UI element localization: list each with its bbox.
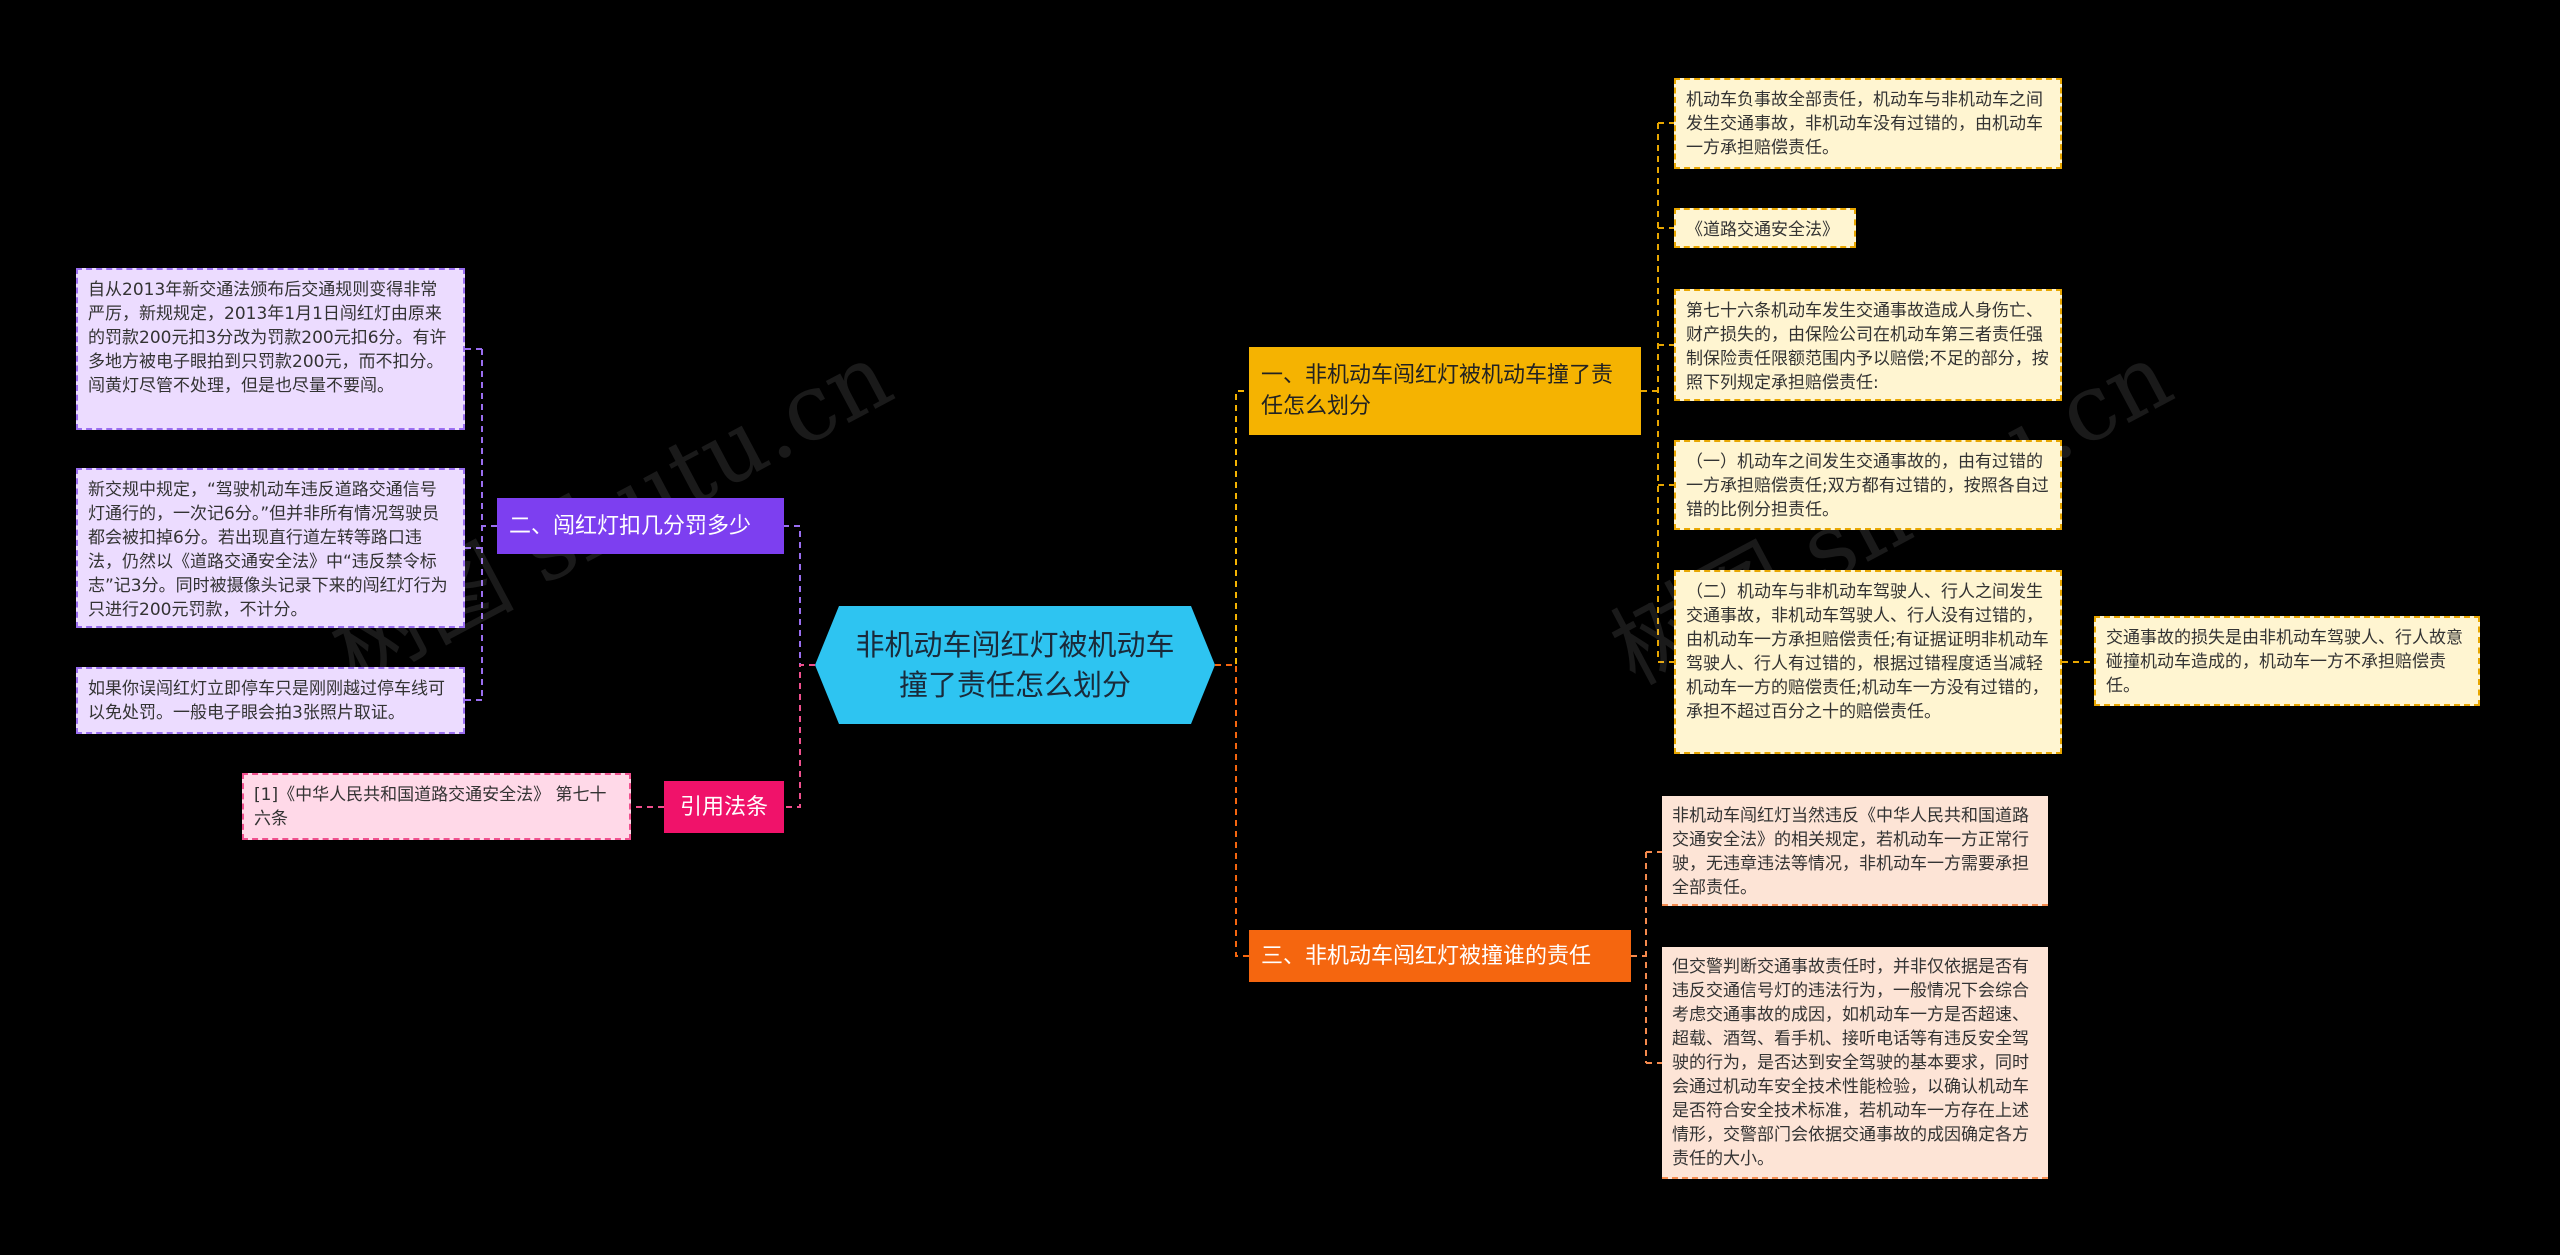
leaf-topic[interactable]: 《道路交通安全法》 <box>1674 208 1856 248</box>
branch-topic-cited-law[interactable]: 引用法条 <box>664 781 784 833</box>
leaf-topic[interactable]: 如果你误闯红灯立即停车只是刚刚越过停车线可以免处罚。一般电子眼会拍3张照片取证。 <box>76 667 465 734</box>
edge-root-b4 <box>784 664 815 808</box>
branch-topic-whose-responsibility[interactable]: 三、非机动车闯红灯被撞谁的责任 <box>1249 930 1631 982</box>
leaf-topic[interactable]: 机动车负事故全部责任，机动车与非机动车之间发生交通事故，非机动车没有过错的，由机… <box>1674 78 2062 169</box>
edge-root-b3 <box>1215 664 1249 957</box>
sub-leaf-topic[interactable]: 交通事故的损失是由非机动车驾驶人、行人故意碰撞机动车造成的，机动车一方不承担赔偿… <box>2094 616 2480 706</box>
edge-b1-leaves <box>1641 122 1674 663</box>
edge-root-b2 <box>784 525 815 666</box>
leaf-topic[interactable]: 但交警判断交通事故责任时，并非仅依据是否有违反交通信号灯的违法行为，一般情况下会… <box>1662 947 2048 1179</box>
root-topic[interactable]: 非机动车闯红灯被机动车撞了责任怎么划分 <box>815 606 1215 724</box>
branch-topic-points-and-fines[interactable]: 二、闯红灯扣几分罚多少 <box>497 498 784 554</box>
leaf-topic[interactable]: [1]《中华人民共和国道路交通安全法》 第七十六条 <box>242 773 631 840</box>
edge-b3-leaves <box>1631 851 1662 1064</box>
edge-root-b1 <box>1215 390 1249 666</box>
leaf-topic[interactable]: （二）机动车与非机动车驾驶人、行人之间发生交通事故，非机动车驾驶人、行人没有过错… <box>1674 570 2062 754</box>
leaf-topic[interactable]: 新交规中规定，“驾驶机动车违反道路交通信号灯通行的，一次记6分。”但并非所有情况… <box>76 468 465 628</box>
branch-topic-liability-division[interactable]: 一、非机动车闯红灯被机动车撞了责任怎么划分 <box>1249 347 1641 435</box>
leaf-topic[interactable]: 第七十六条机动车发生交通事故造成人身伤亡、财产损失的，由保险公司在机动车第三者责… <box>1674 289 2062 401</box>
leaf-topic[interactable]: 非机动车闯红灯当然违反《中华人民共和国道路交通安全法》的相关规定，若机动车一方正… <box>1662 796 2048 906</box>
leaf-topic[interactable]: （一）机动车之间发生交通事故的，由有过错的一方承担赔偿责任;双方都有过错的，按照… <box>1674 440 2062 530</box>
leaf-topic[interactable]: 自从2013年新交通法颁布后交通规则变得非常严厉，新规规定，2013年1月1日闯… <box>76 268 465 430</box>
